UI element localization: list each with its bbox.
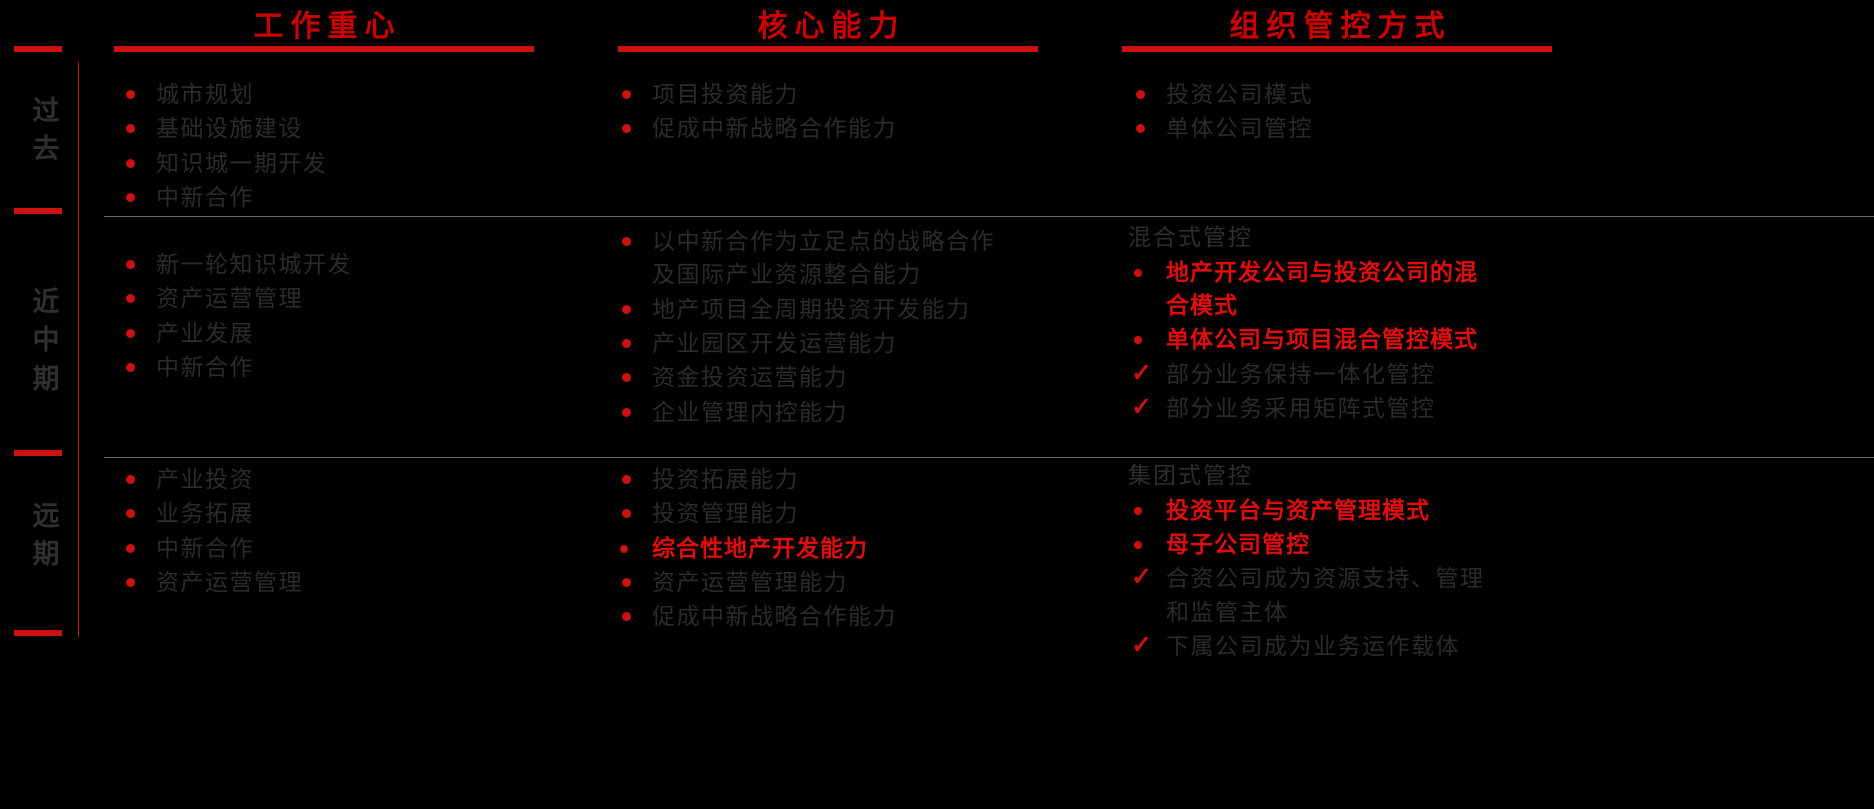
row-label-past: 过 去 bbox=[24, 92, 68, 169]
list-item: 单体公司与项目混合管控模式 bbox=[1128, 323, 1628, 356]
bullet-list: 投资拓展能力 投资管理能力 综合性地产开发能力 资产运营管理能力 促成中新战略合… bbox=[614, 463, 1134, 634]
list-item-line: 合资公司成为资源支持、管理 bbox=[1166, 566, 1485, 592]
list-item-line: 合模式 bbox=[1166, 293, 1238, 318]
bullet-list: 投资公司模式 单体公司管控 bbox=[1128, 78, 1628, 146]
list-item: 业务拓展 bbox=[118, 497, 598, 530]
list-item: 城市规划 bbox=[118, 78, 598, 111]
list-item: 企业管理内控能力 bbox=[614, 396, 1134, 429]
list-item: 资产运营管理 bbox=[118, 566, 598, 599]
row-label-char: 期 bbox=[32, 539, 60, 570]
row-label-near-mid-term: 近 中 期 bbox=[24, 283, 68, 398]
bullet-list: 项目投资能力 促成中新战略合作能力 bbox=[614, 78, 1114, 146]
list-item: 合资公司成为资源支持、管理 和监管主体 bbox=[1128, 560, 1628, 629]
cell-far-core-capability: 投资拓展能力 投资管理能力 综合性地产开发能力 资产运营管理能力 促成中新战略合… bbox=[614, 463, 1134, 635]
list-item: 投资拓展能力 bbox=[614, 463, 1134, 496]
list-item: 资产运营管理能力 bbox=[614, 566, 1134, 599]
list-item: 综合性地产开发能力 bbox=[614, 532, 1134, 565]
list-item: 投资平台与资产管理模式 bbox=[1128, 494, 1628, 527]
row-label-char: 近 bbox=[32, 287, 60, 317]
cell-subheading: 集团式管控 bbox=[1128, 463, 1253, 488]
column-header-rule-3 bbox=[1122, 46, 1552, 52]
list-item: 母子公司管控 bbox=[1128, 528, 1628, 561]
list-item-line: 及国际产业资源整合能力 bbox=[652, 262, 922, 288]
timeline-axis bbox=[78, 62, 79, 637]
row-label-long-term: 远 期 bbox=[24, 497, 68, 574]
list-item: 部分业务保持一体化管控 bbox=[1128, 356, 1628, 393]
list-item: 基础设施建设 bbox=[118, 112, 598, 145]
cell-near-org-control: 混合式管控 地产开发公司与投资公司的混 合模式 单体公司与项目混合管控模式 部分… bbox=[1128, 222, 1628, 427]
timeline-tick-end bbox=[14, 630, 62, 636]
bullet-list: 城市规划 基础设施建设 知识城一期开发 中新合作 bbox=[118, 78, 598, 214]
bullet-list: 以中新合作为立足点的战略合作 及国际产业资源整合能力 地产项目全周期投资开发能力… bbox=[614, 225, 1134, 429]
row-separator-1 bbox=[104, 216, 1874, 217]
list-item: 资金投资运营能力 bbox=[614, 361, 1134, 394]
row-label-char: 过 bbox=[32, 96, 60, 126]
cell-past-work-focus: 城市规划 基础设施建设 知识城一期开发 中新合作 bbox=[118, 78, 598, 215]
list-item: 下属公司成为业务运作载体 bbox=[1128, 628, 1628, 665]
column-header-org-control: 组织管控方式 bbox=[1229, 10, 1452, 43]
cell-subheading: 混合式管控 bbox=[1128, 225, 1253, 250]
cell-near-work-focus: 新一轮知识城开发 资产运营管理 产业发展 中新合作 bbox=[118, 248, 598, 385]
list-item: 地产开发公司与投资公司的混 合模式 bbox=[1128, 256, 1628, 323]
list-item: 知识城一期开发 bbox=[118, 147, 598, 180]
row-label-char: 期 bbox=[32, 363, 60, 394]
row-label-char: 中 bbox=[32, 325, 60, 356]
cell-past-org-control: 投资公司模式 单体公司管控 bbox=[1128, 78, 1628, 147]
list-item: 中新合作 bbox=[118, 351, 598, 384]
list-item: 产业发展 bbox=[118, 317, 598, 350]
cell-far-work-focus: 产业投资 业务拓展 中新合作 资产运营管理 bbox=[118, 463, 598, 600]
list-item: 投资管理能力 bbox=[614, 497, 1134, 530]
timeline-tick-past bbox=[14, 46, 62, 52]
cell-far-org-control: 集团式管控 投资平台与资产管理模式 母子公司管控 合资公司成为资源支持、管理 和… bbox=[1128, 460, 1628, 665]
list-item: 产业园区开发运营能力 bbox=[614, 327, 1134, 360]
list-item: 促成中新战略合作能力 bbox=[614, 600, 1134, 633]
list-item: 产业投资 bbox=[118, 463, 598, 496]
list-item: 地产项目全周期投资开发能力 bbox=[614, 293, 1134, 326]
row-separator-2 bbox=[104, 457, 1874, 458]
cell-near-core-capability: 以中新合作为立足点的战略合作 及国际产业资源整合能力 地产项目全周期投资开发能力… bbox=[614, 225, 1134, 430]
list-item: 项目投资能力 bbox=[614, 78, 1114, 111]
column-header-work-focus: 工作重心 bbox=[253, 10, 402, 43]
list-item: 促成中新战略合作能力 bbox=[614, 112, 1114, 145]
list-item-line: 以中新合作为立足点的战略合作 bbox=[652, 229, 995, 254]
list-item: 中新合作 bbox=[118, 532, 598, 565]
bullet-list: 投资平台与资产管理模式 母子公司管控 合资公司成为资源支持、管理 和监管主体 下… bbox=[1128, 494, 1628, 665]
row-label-char: 远 bbox=[32, 501, 60, 531]
list-item: 新一轮知识城开发 bbox=[118, 248, 598, 281]
timeline-tick-near bbox=[14, 208, 62, 214]
cell-past-core-capability: 项目投资能力 促成中新战略合作能力 bbox=[614, 78, 1114, 147]
list-item-line: 和监管主体 bbox=[1166, 599, 1289, 625]
list-item-line: 地产开发公司与投资公司的混 bbox=[1166, 259, 1478, 285]
row-label-char: 去 bbox=[32, 134, 60, 165]
list-item: 以中新合作为立足点的战略合作 及国际产业资源整合能力 bbox=[614, 225, 1134, 292]
column-header-rule-1 bbox=[114, 46, 534, 52]
list-item: 资产运营管理 bbox=[118, 282, 598, 315]
list-item: 部分业务采用矩阵式管控 bbox=[1128, 390, 1628, 427]
column-header-rule-2 bbox=[618, 46, 1038, 52]
list-item: 中新合作 bbox=[118, 181, 598, 214]
list-item: 投资公司模式 bbox=[1128, 78, 1628, 111]
bullet-list: 产业投资 业务拓展 中新合作 资产运营管理 bbox=[118, 463, 598, 599]
timeline-tick-far bbox=[14, 450, 62, 456]
list-item: 单体公司管控 bbox=[1128, 112, 1628, 145]
bullet-list: 地产开发公司与投资公司的混 合模式 单体公司与项目混合管控模式 部分业务保持一体… bbox=[1128, 256, 1628, 427]
bullet-list: 新一轮知识城开发 资产运营管理 产业发展 中新合作 bbox=[118, 248, 598, 384]
column-header-core-capability: 核心能力 bbox=[757, 10, 906, 43]
